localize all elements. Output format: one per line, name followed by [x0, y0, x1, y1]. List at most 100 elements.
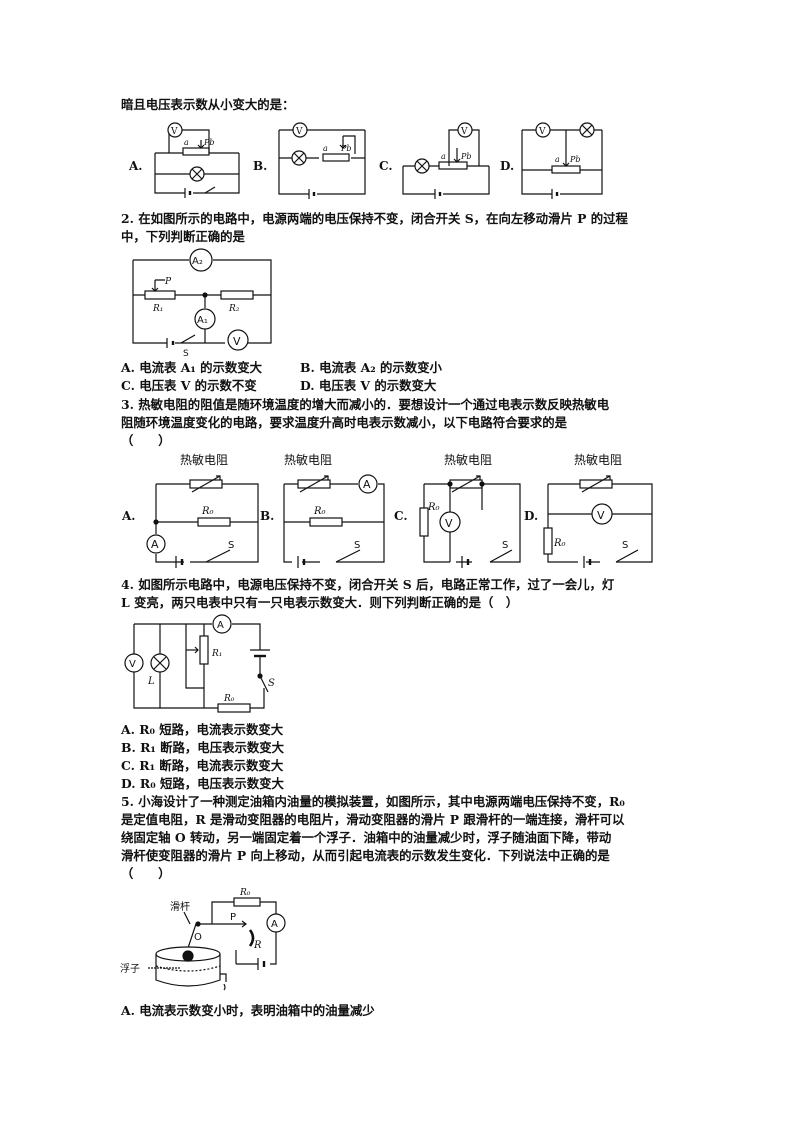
r-label: R — [253, 940, 262, 951]
q2-option-a: A. 电流表 A₁ 的示数变大 — [121, 360, 263, 375]
rheostat-c — [438, 161, 468, 170]
float-label: 浮子 — [120, 963, 140, 975]
o-label: O — [194, 932, 202, 943]
q1-option-a-label: A. — [128, 159, 143, 173]
q4-line1: 4. 如图所示电路中，电源电压保持不变，闭合开关 S 后，电路正常工作，过了一会… — [121, 577, 615, 592]
q3-option-b-label: B. — [260, 509, 274, 523]
q1-circuit-b: B. V a Pb — [253, 122, 366, 199]
ammeter-icon — [266, 913, 286, 933]
q4-option-d: D. R₀ 短路，电压表示数变大 — [121, 776, 284, 791]
svg-text:Pb: Pb — [340, 144, 352, 153]
svg-text:Pb: Pb — [203, 138, 215, 147]
q2-option-c: C. 电压表 V 的示数不变 — [121, 378, 257, 393]
float-icon — [182, 950, 194, 962]
a-label: A — [363, 478, 371, 491]
s-label: S — [502, 540, 508, 551]
rheostat-d — [551, 165, 581, 174]
q3-line1: 3. 热敏电阻的阻值是随环境温度的增大而减小的．要想设计一个通过电表示数反映热敏… — [121, 397, 610, 412]
v-label: V — [129, 659, 136, 670]
svg-text:a: a — [441, 152, 446, 161]
q4-option-b: B. R₁ 断路，电压表示数变大 — [121, 740, 285, 755]
svg-text:V: V — [170, 127, 178, 137]
q1-circuit-a: A. V a Pb — [128, 122, 240, 198]
s-label: S — [268, 678, 275, 689]
resistor-r0 — [309, 517, 343, 527]
q5-option-a: A. 电流表示数变小时，表明油箱中的油量减少 — [121, 1003, 375, 1018]
r0-label: R₀ — [201, 506, 214, 517]
thermistor-label: 热敏电阻 — [444, 452, 492, 467]
p-label: P — [164, 277, 172, 287]
q2-option-b: B. 电流表 A₂ 的示数变小 — [300, 360, 442, 375]
s-label: S — [622, 540, 628, 551]
svg-text:Pb: Pb — [569, 155, 581, 164]
r0-label: R₀ — [313, 506, 326, 517]
thermistor-label: 热敏电阻 — [574, 452, 622, 467]
q3-line3: （ ） — [121, 433, 171, 448]
r1-label: R₁ — [211, 649, 222, 659]
r0-label: R₀ — [239, 888, 251, 898]
resistor-r0 — [197, 517, 231, 527]
svg-text:a: a — [184, 138, 189, 147]
q3-figures: 热敏电阻 A. R₀ A S 热敏电阻 B. A R₀ S 热敏电阻 C. R — [118, 450, 663, 579]
s-label: S — [228, 540, 234, 551]
q1-option-c-label: C. — [379, 159, 393, 173]
q3-option-d-label: D. — [524, 509, 538, 523]
ammeter-icon — [146, 534, 166, 554]
svg-text:V: V — [460, 127, 468, 137]
voltmeter-icon — [124, 653, 144, 673]
q5-line5: （ ） — [121, 866, 171, 881]
svg-text:V: V — [295, 127, 303, 137]
r2-label: R₂ — [228, 304, 240, 314]
rheostat-a — [182, 147, 210, 156]
voltmeter-icon — [292, 122, 308, 138]
a-label: A — [151, 538, 159, 551]
q3-option-c-label: C. — [394, 509, 408, 523]
q4-option-c: C. R₁ 断路，电流表示数变大 — [121, 758, 284, 773]
s-label: S — [183, 349, 189, 358]
voltmeter-icon — [591, 503, 613, 525]
a-label: A — [217, 620, 224, 631]
q5-line1: 5. 小海设计了一种测定油箱内油量的模拟装置，如图所示，其中电源两端电压保持不变… — [121, 794, 625, 809]
q3-line2: 阻随环境温度变化的电路，要求温度升高时电表示数减小，以下电路符合要求的是 — [121, 415, 568, 430]
q1-circuit-c: C. V a Pb — [379, 122, 490, 199]
q4-line2: L 变亮，两只电表中只有一只电表示数变大．则下列判断正确的是（ ） — [121, 595, 519, 610]
svg-text:a: a — [555, 155, 560, 164]
q5-figure: A R₀ R P O 滑杆 浮子 — [118, 884, 318, 1003]
q5-line2: 是定值电阻，R 是滑动变阻器的电阻片，滑动变阻器的滑片 P 跟滑杆的一端连接，滑… — [121, 812, 625, 827]
voltmeter-icon — [167, 122, 183, 138]
q2-figure: A₂ P R₁ R₂ A₁ V S — [125, 248, 285, 362]
ammeter-icon — [358, 474, 378, 494]
thermistor-label: 热敏电阻 — [284, 452, 332, 467]
rheostat-r — [248, 929, 255, 947]
resistor-r0 — [419, 507, 429, 537]
resistor-r2 — [220, 290, 254, 300]
q3-circuit-d: 热敏电阻 D. V R₀ S — [524, 452, 653, 568]
q5-line3: 绕固定轴 O 转动，另一端固定着一个浮子．油箱中的油量减少时，浮子随油面下降，带… — [121, 830, 612, 845]
q4-option-a: A. R₀ 短路，电流表示数变大 — [121, 722, 284, 737]
resistor-r0 — [543, 527, 553, 555]
resistor-r0 — [233, 897, 261, 907]
a2-label: A₂ — [192, 256, 203, 267]
r1-label: R₁ — [152, 304, 163, 314]
v-label: V — [445, 517, 453, 530]
ammeter-a2-icon — [189, 248, 213, 272]
q5-line4: 滑杆使变阻器的滑片 P 向上移动，从而引起电流表的示数发生变化．下列说法中正确的… — [121, 848, 610, 863]
v-label: V — [597, 509, 605, 522]
resistor-r0 — [217, 703, 251, 713]
q1-option-d-label: D. — [500, 159, 514, 173]
q1-figures: A. V a Pb B. V a Pb C. — [125, 118, 625, 204]
q2-line2: 中，下列判断正确的是 — [121, 229, 245, 244]
v-label: V — [233, 335, 241, 348]
rheostat-b — [322, 153, 350, 162]
q2-option-d: D. 电压表 V 的示数变大 — [300, 378, 437, 393]
r0-label: R₀ — [223, 694, 235, 704]
lever-label: 滑杆 — [170, 901, 190, 913]
voltmeter-icon — [457, 122, 473, 138]
q3-option-a-label: A. — [121, 509, 136, 523]
q3-circuit-b: 热敏电阻 B. A R₀ S — [260, 452, 385, 568]
r0-label: R₀ — [427, 502, 440, 513]
voltmeter-icon — [227, 329, 249, 351]
voltmeter-icon — [439, 511, 461, 533]
q3-circuit-a: 热敏电阻 A. R₀ A S — [121, 452, 259, 568]
a-label: A — [271, 919, 278, 930]
